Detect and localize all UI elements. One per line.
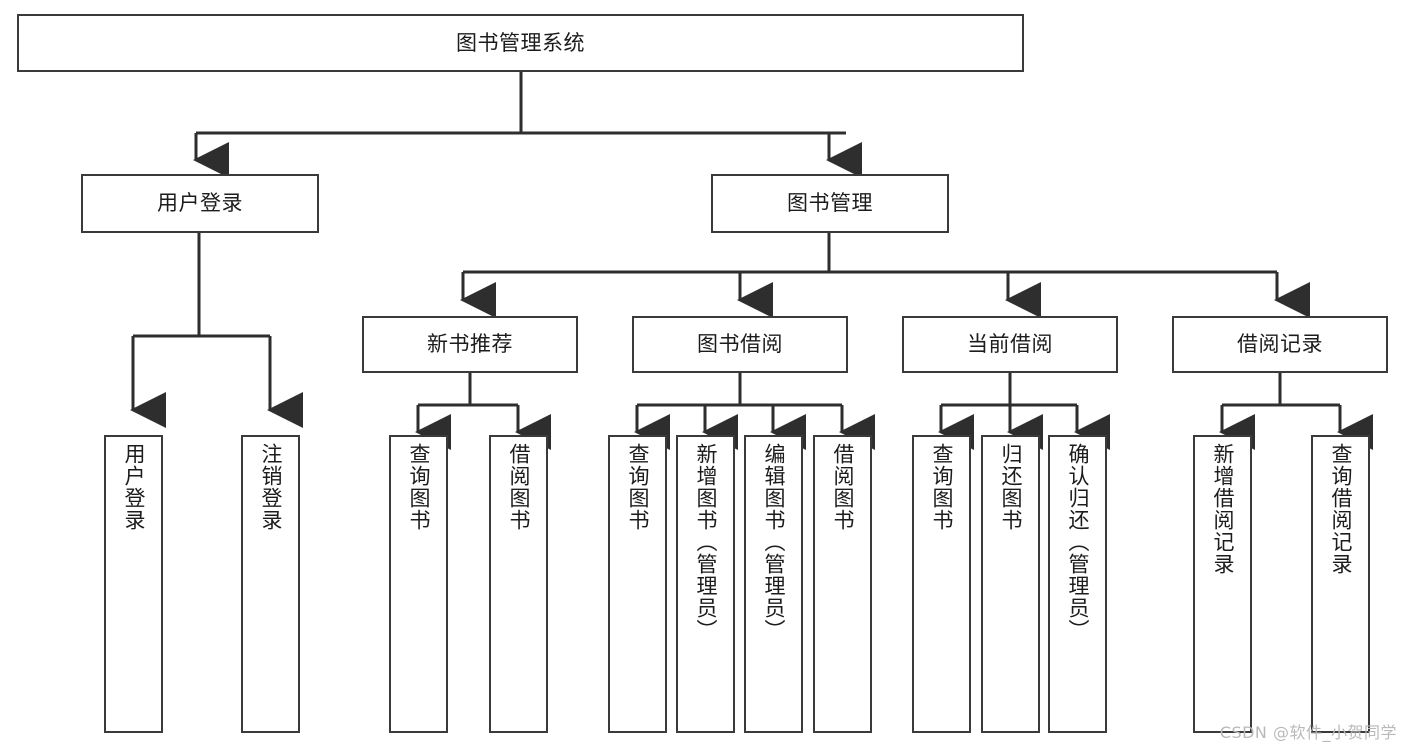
node-label: 借阅图书 (506, 443, 531, 531)
node-label: 新书推荐 (427, 332, 513, 357)
leaf-current-borrow-return[interactable]: 归还图书 (981, 435, 1040, 733)
node-label: 图书管理 (787, 191, 873, 216)
node-label: 借阅图书 (830, 443, 855, 531)
node-label: 归还图书 (998, 443, 1023, 531)
node-user-login[interactable]: 用户登录 (81, 174, 319, 233)
node-label: 注销登录 (258, 443, 283, 531)
node-label: 查询图书 (406, 443, 431, 531)
leaf-borrow-record-add[interactable]: 新增借阅记录 (1193, 435, 1252, 733)
node-label: 查询借阅记录 (1328, 443, 1353, 575)
leaf-book-borrow-query[interactable]: 查询图书 (608, 435, 667, 733)
node-book-borrow[interactable]: 图书借阅 (632, 316, 848, 373)
leaf-book-borrow-borrow[interactable]: 借阅图书 (813, 435, 872, 733)
node-label: 新增借阅记录 (1210, 443, 1235, 575)
node-book-management[interactable]: 图书管理 (711, 174, 949, 233)
leaf-book-borrow-add-admin[interactable]: 新增图书（管理员） (676, 435, 735, 733)
node-current-borrow[interactable]: 当前借阅 (902, 316, 1118, 373)
node-label: 图书管理系统 (456, 30, 585, 55)
node-label: 编辑图书（管理员） (761, 443, 786, 641)
node-root-book-management-system[interactable]: 图书管理系统 (17, 14, 1024, 72)
node-label: 查询图书 (625, 443, 650, 531)
node-label: 确认归还（管理员） (1065, 443, 1090, 641)
node-borrow-record[interactable]: 借阅记录 (1172, 316, 1388, 373)
leaf-new-book-borrow[interactable]: 借阅图书 (489, 435, 548, 733)
node-new-book-recommend[interactable]: 新书推荐 (362, 316, 578, 373)
leaf-new-book-query[interactable]: 查询图书 (389, 435, 448, 733)
leaf-user-login-signout[interactable]: 注销登录 (241, 435, 300, 733)
node-label: 新增图书（管理员） (693, 443, 718, 641)
leaf-book-borrow-edit-admin[interactable]: 编辑图书（管理员） (744, 435, 803, 733)
node-label: 图书借阅 (697, 332, 783, 357)
leaf-current-borrow-query[interactable]: 查询图书 (912, 435, 971, 733)
node-label: 当前借阅 (967, 332, 1053, 357)
node-label: 借阅记录 (1237, 332, 1323, 357)
node-label: 查询图书 (929, 443, 954, 531)
node-label: 用户登录 (157, 191, 243, 216)
leaf-current-borrow-confirm-return-admin[interactable]: 确认归还（管理员） (1048, 435, 1107, 733)
leaf-user-login-signin[interactable]: 用户登录 (104, 435, 163, 733)
leaf-borrow-record-query[interactable]: 查询借阅记录 (1311, 435, 1370, 733)
node-label: 用户登录 (121, 443, 146, 531)
csdn-watermark: CSDN @软件_小贺同学 (1219, 723, 1397, 742)
